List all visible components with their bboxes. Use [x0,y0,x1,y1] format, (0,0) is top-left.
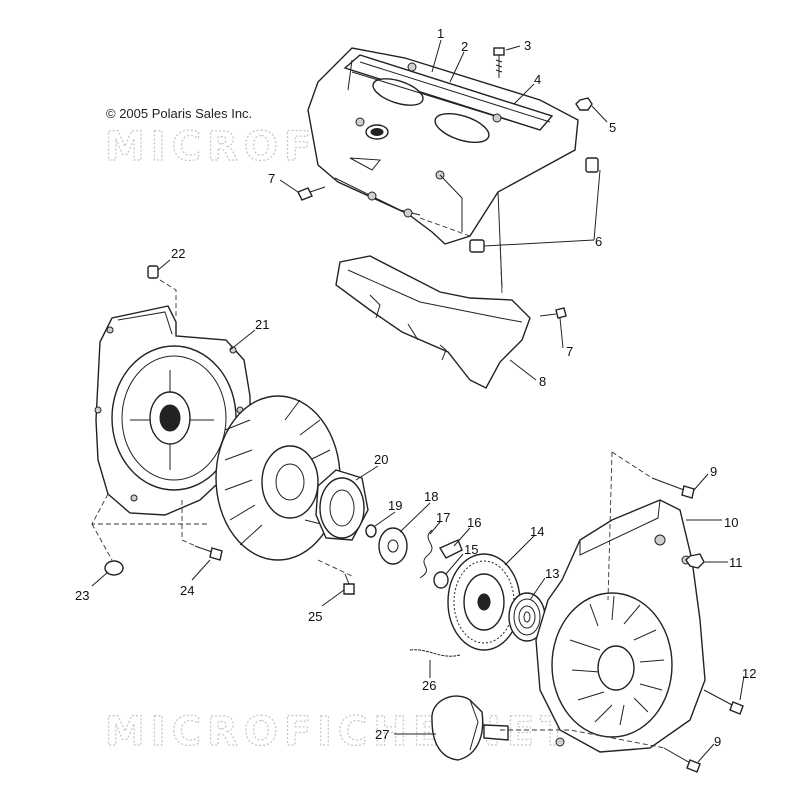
callout-21: 21 [255,317,269,332]
dowel-22 [147,265,159,279]
grommet-6b [469,239,485,253]
callout-8: 8 [539,374,546,389]
callout-25: 25 [308,609,322,624]
callout-1: 1 [437,26,444,41]
callout-19: 19 [388,498,402,513]
callout-24: 24 [180,583,194,598]
callout-22: 22 [171,246,185,261]
engine-top-cover [307,47,579,289]
callout-4: 4 [534,72,541,87]
handle-27 [431,695,509,761]
rope-26 [409,649,461,657]
backing-plate-21 [94,305,251,516]
callout-14: 14 [530,524,544,539]
callout-5: 5 [609,120,616,135]
callout-16: 16 [467,515,481,530]
callout-7b: 7 [566,344,573,359]
callout-9b: 9 [714,734,721,749]
callout-18: 18 [424,489,438,504]
bolt-7b [539,307,567,319]
callout-3: 3 [524,38,531,53]
ring-15 [433,571,449,589]
plug-23 [104,560,124,576]
alignment-lines [91,217,666,749]
callout-27: 27 [375,727,389,742]
pulley-14 [447,553,521,651]
leader-lines [91,39,745,763]
callout-numbers: 1 2 3 4 5 6 7 7 8 9 9 10 11 12 13 14 15 … [75,26,756,749]
copyright-text: © 2005 Polaris Sales Inc. [106,106,253,121]
recoil-housing-10 [535,499,706,753]
callout-12: 12 [742,666,756,681]
nut-11 [685,553,705,569]
recoil-spring-13 [508,592,546,642]
shroud-8 [335,255,531,389]
callout-13: 13 [545,566,559,581]
bolt-24 [194,545,223,561]
callout-7a: 7 [268,171,275,186]
callout-6: 6 [595,234,602,249]
bolt-25 [343,573,355,595]
bolt-9b [663,747,701,773]
grommet-6a [585,157,599,173]
callout-10: 10 [724,515,738,530]
callout-26: 26 [422,678,436,693]
callout-20: 20 [374,452,388,467]
bolt-12 [703,689,744,715]
callout-15: 15 [464,542,478,557]
callout-17: 17 [436,510,450,525]
callout-9a: 9 [710,464,717,479]
drive-plate-18 [378,527,408,565]
callout-2: 2 [461,39,468,54]
callout-11: 11 [729,555,743,570]
bolt-3 [493,47,505,78]
pawl-16 [438,539,463,559]
washer-19 [365,524,377,538]
nut-5 [575,97,593,111]
starter-cup-20 [315,469,369,541]
bolt-9a [651,477,695,499]
spring-17 [419,529,433,579]
bolt-7a [297,186,326,201]
flywheel-fan [215,395,341,561]
callout-23: 23 [75,588,89,603]
